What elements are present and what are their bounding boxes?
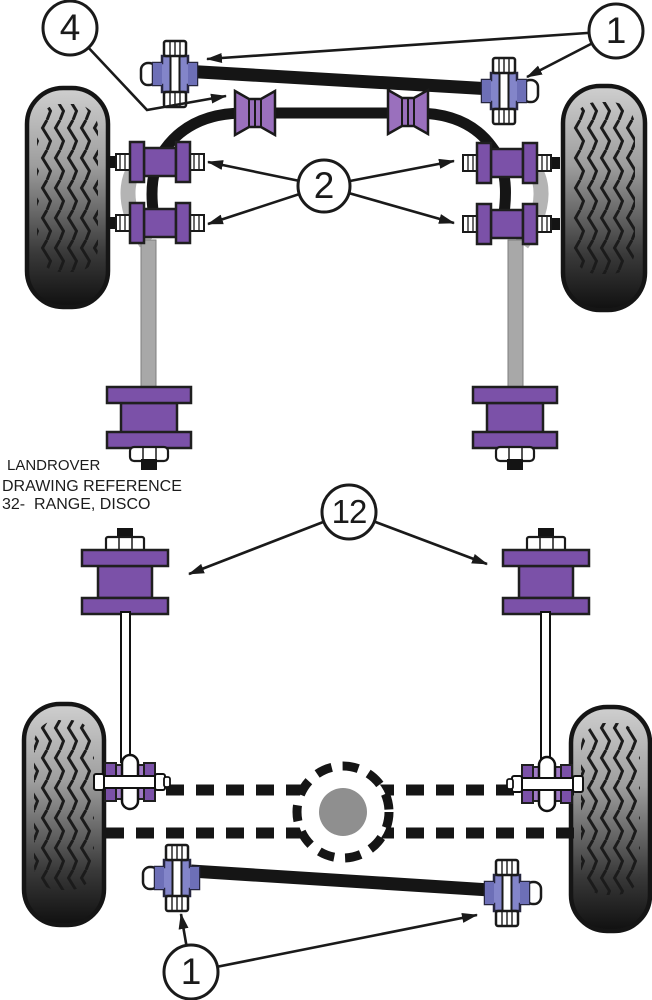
differential-hub — [319, 788, 367, 836]
rear-left-shock-rod — [120, 611, 131, 763]
front-right-tyre-tread — [573, 102, 635, 274]
front-right-tyre — [560, 83, 648, 313]
front-left-tyre — [24, 85, 111, 310]
rear-shock-lower-bush-left-icon — [92, 753, 172, 811]
radius-arm-bush-left-lower-icon — [105, 201, 206, 245]
callout-circle-1-top — [587, 2, 645, 60]
front-right-bump-stop-icon — [471, 385, 559, 472]
model-reference-label: 32- RANGE, DISCO — [2, 496, 151, 513]
front-track-rod — [182, 64, 493, 96]
leader-callout1-left-rod-end — [206, 29, 617, 63]
leader-callout12-left-mount — [188, 510, 350, 576]
arb-bush-right-icon — [386, 88, 430, 136]
rear-shock-lower-bush-right-icon — [505, 755, 585, 813]
callout-circles — [41, 0, 645, 1000]
front-left-bump-stop-icon — [105, 385, 193, 472]
make-label: LANDROVER — [7, 457, 101, 474]
rear-left-tyre-tread — [34, 720, 94, 890]
rear-right-shock-rod — [540, 611, 551, 763]
rear-left-tyre — [21, 701, 107, 928]
rear-track-rod — [190, 864, 491, 897]
rear-shock-mount-right-icon — [501, 526, 591, 616]
callout-circle-4 — [41, 0, 99, 57]
rear-right-tyre-tread — [581, 723, 640, 895]
rear-track-rod-end-left-icon — [141, 843, 201, 913]
rear-right-tyre — [568, 704, 652, 934]
callout-circle-2 — [296, 158, 352, 214]
rear-track-rod-end-right-icon — [483, 858, 543, 928]
radius-arm-bush-left-upper-icon — [105, 140, 206, 184]
leader-callout4-arb-bush — [69, 27, 227, 112]
callout-circle-12 — [320, 483, 378, 541]
rear-shock-mount-left-icon — [80, 526, 170, 616]
front-left-tyre-tread — [37, 104, 98, 272]
front-track-rod-end-right-icon — [480, 56, 540, 126]
leader-callout1b-right-rod-end — [190, 913, 478, 974]
front-left-link — [140, 239, 157, 391]
callout-circle-1-bottom — [162, 943, 220, 1000]
arb-bush-left-icon — [233, 89, 277, 137]
drawing-reference-label: DRAWING REFERENCE — [2, 478, 182, 495]
front-right-link — [507, 239, 524, 391]
front-track-rod-end-left-icon — [139, 39, 199, 109]
